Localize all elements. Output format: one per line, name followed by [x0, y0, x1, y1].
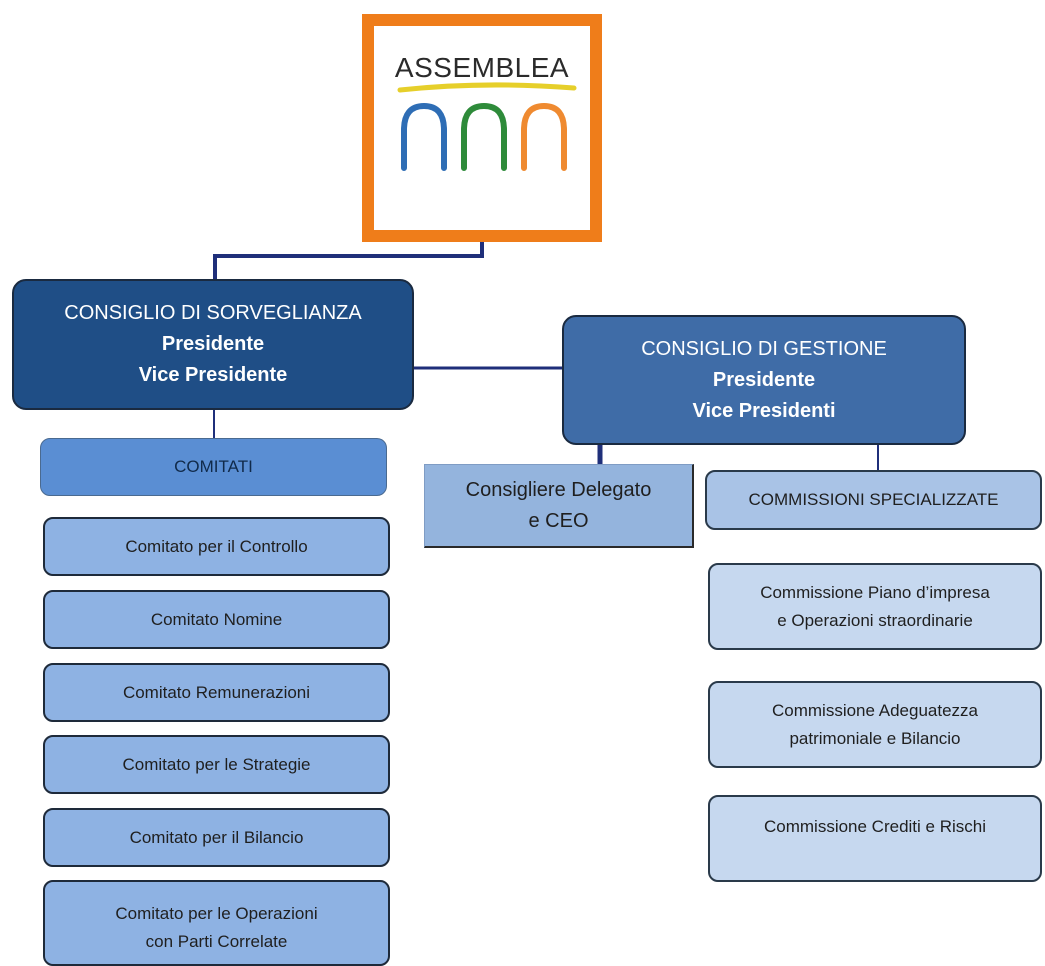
- comitato-controllo-box: Comitato per il Controllo: [43, 517, 390, 576]
- orange-arch-icon: [521, 102, 567, 171]
- commissioni-header: COMMISSIONI SPECIALIZZATE: [705, 470, 1042, 530]
- gestione-vice-presidenti: Vice Presidenti: [692, 399, 836, 422]
- comitato-strategie-box: Comitato per le Strategie: [43, 735, 390, 794]
- comitato-line1: Comitato per il Controllo: [125, 536, 308, 556]
- connector-assemblea-sorveglianza: [213, 230, 484, 282]
- blue-arch-icon: [401, 102, 447, 171]
- commissione-line2: patrimoniale e Bilancio: [789, 728, 961, 748]
- comitato-line1: Comitato Remunerazioni: [122, 682, 311, 702]
- gestione-presidente: Presidente: [712, 368, 816, 391]
- commissione-piano-box: Commissione Piano d’impresa e Operazioni…: [708, 563, 1042, 650]
- comitato-line2: con Parti Correlate: [145, 932, 288, 951]
- commissione-adeguatezza-box: Commissione Adeguatezza patrimoniale e B…: [708, 681, 1042, 768]
- consiglio-sorveglianza-box: CONSIGLIO DI SORVEGLIANZA Presidente Vic…: [12, 279, 414, 410]
- comitato-line1: Comitato per le Strategie: [122, 754, 311, 774]
- sorveglianza-title: CONSIGLIO DI SORVEGLIANZA: [64, 302, 362, 324]
- delegato-line1: Consigliere Delegato: [465, 478, 652, 501]
- logo-underline: [397, 82, 577, 93]
- commissione-line1: Commissione Piano d’impresa: [760, 582, 990, 602]
- comitato-line1: Comitato Nomine: [150, 609, 283, 629]
- comitato-nomine-box: Comitato Nomine: [43, 590, 390, 649]
- gestione-title: CONSIGLIO DI GESTIONE: [641, 337, 887, 360]
- consiglio-gestione-box: CONSIGLIO DI GESTIONE Presidente Vice Pr…: [562, 315, 966, 445]
- commissioni-header-label: COMMISSIONI SPECIALIZZATE: [748, 490, 999, 509]
- commissione-line1: Commissione Crediti e Rischi: [763, 817, 986, 836]
- assemblea-logo: ASSEMBLEA: [362, 14, 602, 242]
- arches-icon: [397, 82, 577, 171]
- commissione-crediti-box: Commissione Crediti e Rischi: [708, 795, 1042, 882]
- comitato-line1: Comitato per le Operazioni: [115, 904, 318, 923]
- comitato-bilancio-box: Comitato per il Bilancio: [43, 808, 390, 867]
- sorveglianza-presidente: Presidente: [161, 333, 265, 355]
- consigliere-delegato-box: Consigliere Delegato e CEO: [424, 464, 694, 548]
- green-arch-icon: [461, 102, 507, 171]
- commissione-line2: e Operazioni straordinarie: [777, 610, 973, 630]
- comitati-header-label: COMITATI: [174, 457, 253, 476]
- commissione-line1: Commissione Adeguatezza: [771, 700, 978, 720]
- comitato-line1: Comitato per il Bilancio: [129, 827, 304, 847]
- delegato-line2: e CEO: [528, 509, 589, 532]
- comitati-header: COMITATI: [40, 438, 387, 496]
- comitato-parti-correlate-box: Comitato per le Operazioni con Parti Cor…: [43, 880, 390, 966]
- assemblea-title: ASSEMBLEA: [394, 52, 570, 83]
- comitato-remunerazioni-box: Comitato Remunerazioni: [43, 663, 390, 722]
- sorveglianza-vice-presidente: Vice Presidente: [138, 364, 288, 386]
